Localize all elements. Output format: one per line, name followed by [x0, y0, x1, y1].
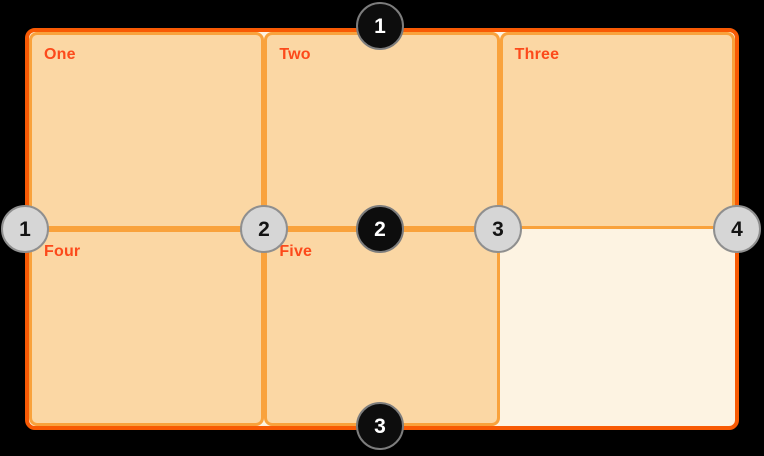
row-line-number-3: 3: [374, 414, 386, 438]
grid-cell-two: Two: [264, 32, 500, 229]
column-line-marker-4: 4: [713, 205, 761, 253]
column-line-marker-1: 1: [1, 205, 49, 253]
grid-cell-three: Three: [499, 32, 735, 229]
cell-label-four: Four: [44, 243, 81, 260]
column-line-number-4: 4: [731, 217, 743, 241]
row-line-marker-3: 3: [356, 402, 404, 450]
row-line-number-2: 2: [374, 217, 386, 241]
row-line-number-1: 1: [374, 14, 386, 38]
row-line-marker-2: 2: [356, 205, 404, 253]
grid-cell-four: Four: [29, 229, 265, 426]
grid-cell-five: Five: [264, 229, 500, 426]
cell-label-five: Five: [279, 243, 313, 260]
cell-label-one: One: [44, 46, 76, 63]
column-line-marker-3: 3: [474, 205, 522, 253]
cell-label-two: Two: [279, 46, 311, 63]
column-line-number-2: 2: [258, 217, 270, 241]
column-line-marker-2: 2: [240, 205, 288, 253]
column-line-number-1: 1: [19, 217, 31, 241]
row-line-marker-1: 1: [356, 2, 404, 50]
grid-cell-one: One: [29, 32, 265, 229]
column-line-number-3: 3: [492, 217, 504, 241]
cell-label-three: Three: [514, 46, 560, 63]
grid-container: One Two Three Four Five: [25, 28, 739, 430]
grid-cell-empty: [500, 229, 735, 426]
